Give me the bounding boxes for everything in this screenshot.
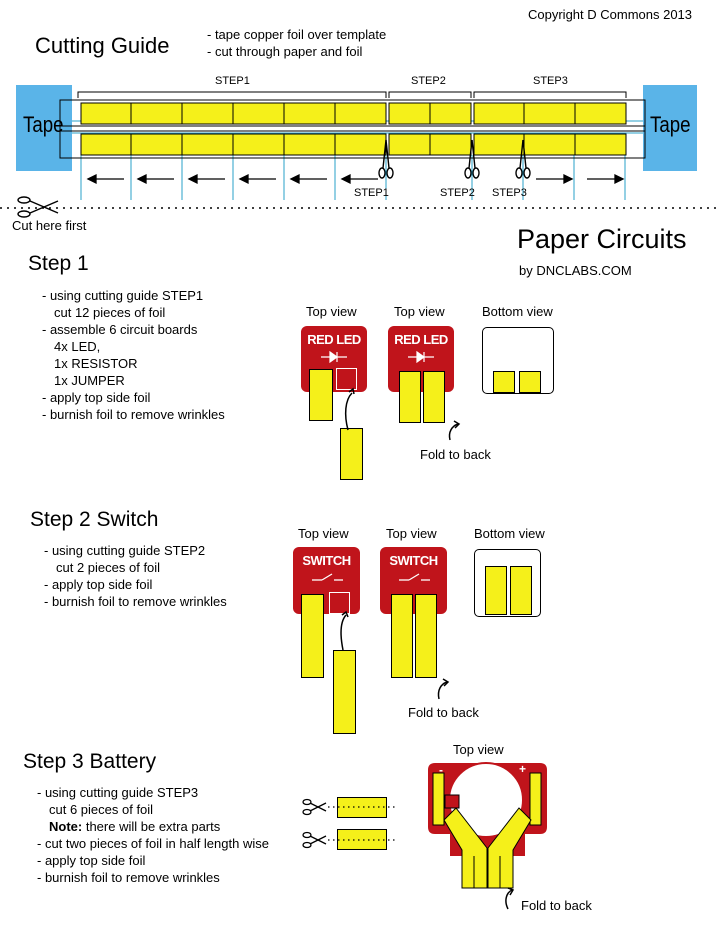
- step2-instructions: - using cutting guide STEP2 cut 2 pieces…: [44, 542, 227, 610]
- step1-line: - apply top side foil: [42, 390, 151, 405]
- scissors-cut-first-icon: [17, 196, 59, 218]
- battery-board: [428, 763, 547, 856]
- step1-line: - burnish foil to remove wrinkles: [42, 407, 225, 422]
- cutting-guide-diagram: [0, 85, 720, 218]
- foil-strip-loose: [340, 428, 363, 480]
- step1-line: cut 12 pieces of foil: [54, 305, 166, 320]
- step1-fold-label: Fold to back: [420, 447, 491, 462]
- step1-line: - assemble 6 circuit boards: [42, 322, 198, 337]
- step3-top-view-label: Top view: [453, 742, 504, 757]
- step2-line: - using cutting guide STEP2: [44, 543, 206, 558]
- tape-label-right: Tape: [650, 112, 691, 137]
- step1-line: 1x JUMPER: [54, 373, 125, 388]
- foil-strip: [423, 371, 445, 423]
- step3-line: - apply top side foil: [37, 853, 146, 868]
- step2-title: Step 2 Switch: [30, 508, 159, 531]
- foil-strip: [399, 371, 421, 423]
- step3-line: cut 6 pieces of foil: [49, 802, 154, 817]
- step1-top-view-label-1: Top view: [306, 304, 357, 319]
- cutting-guide-title: Cutting Guide: [35, 33, 170, 58]
- foil-strip: [309, 369, 333, 421]
- cutting-guide-note-1: - tape copper foil over template: [207, 27, 387, 42]
- cut-label-3: STEP3: [492, 187, 527, 199]
- foil-strip: [301, 594, 324, 678]
- copyright: Copyright D Commons 2013: [528, 7, 693, 22]
- step1-line: - using cutting guide STEP1: [42, 288, 204, 303]
- step2-line: - apply top side foil: [44, 577, 153, 592]
- step1-line: 4x LED,: [54, 339, 101, 354]
- cut-here-first-label: Cut here first: [12, 218, 87, 233]
- step-label-3: STEP3: [533, 75, 568, 87]
- foil-strip: [391, 594, 413, 678]
- step2-top-view-label-2: Top view: [386, 526, 437, 541]
- foil-strip-loose: [333, 650, 356, 734]
- step3-fold-label: Fold to back: [521, 898, 592, 913]
- switch-board-label: SWITCH: [302, 553, 351, 568]
- cut-label-1: STEP1: [354, 187, 389, 199]
- step3-line: - burnish foil to remove wrinkles: [37, 870, 220, 885]
- step3-line: - using cutting guide STEP3: [37, 785, 199, 800]
- step1-bottom-view-label: Bottom view: [482, 304, 553, 319]
- led-board-label: RED LED: [307, 332, 361, 347]
- step3-note-line: Note: there will be extra parts: [37, 818, 269, 835]
- page-title: Paper Circuits: [517, 224, 687, 254]
- byline: by DNCLABS.COM: [519, 263, 632, 278]
- step2-line: - burnish foil to remove wrinkles: [44, 594, 227, 609]
- switch-board-label: SWITCH: [389, 553, 438, 568]
- foil-piece: [337, 797, 387, 818]
- foil-pad: [519, 371, 541, 393]
- led-board-label: RED LED: [394, 332, 448, 347]
- pad-outline: [329, 592, 350, 614]
- step2-bottom-view-label: Bottom view: [474, 526, 545, 541]
- step1-instructions: - using cutting guide STEP1 cut 12 piece…: [42, 287, 225, 423]
- step3-note-text: there will be extra parts: [85, 819, 221, 834]
- foil-strip: [415, 594, 437, 678]
- step3-instructions: - using cutting guide STEP3 cut 6 pieces…: [37, 784, 269, 886]
- scissors-icon: [378, 139, 531, 179]
- step-label-2: STEP2: [411, 75, 446, 87]
- foil-pad: [510, 566, 532, 615]
- step2-fold-label: Fold to back: [408, 705, 479, 720]
- tape-label-left: Tape: [23, 112, 64, 137]
- battery-plus-label: +: [519, 762, 527, 776]
- foil-pad: [485, 566, 507, 615]
- step1-title: Step 1: [28, 252, 89, 275]
- cutting-guide-note-2: - cut through paper and foil: [207, 44, 363, 59]
- foil-piece: [337, 829, 387, 850]
- battery-minus-label: -: [439, 763, 443, 777]
- step2-top-view-label-1: Top view: [298, 526, 349, 541]
- scissors-icon: [302, 798, 327, 849]
- foil-pad: [493, 371, 515, 393]
- step2-line: cut 2 pieces of foil: [56, 560, 161, 575]
- cut-label-2: STEP2: [440, 187, 475, 199]
- step1-line: 1x RESISTOR: [54, 356, 138, 371]
- step1-top-view-label-2: Top view: [394, 304, 445, 319]
- step-label-1: STEP1: [215, 75, 250, 87]
- step3-title: Step 3 Battery: [23, 750, 157, 773]
- step3-line: - cut two pieces of foil in half length …: [37, 836, 269, 851]
- pad-outline: [336, 368, 357, 390]
- step3-note-label: Note:: [49, 819, 83, 834]
